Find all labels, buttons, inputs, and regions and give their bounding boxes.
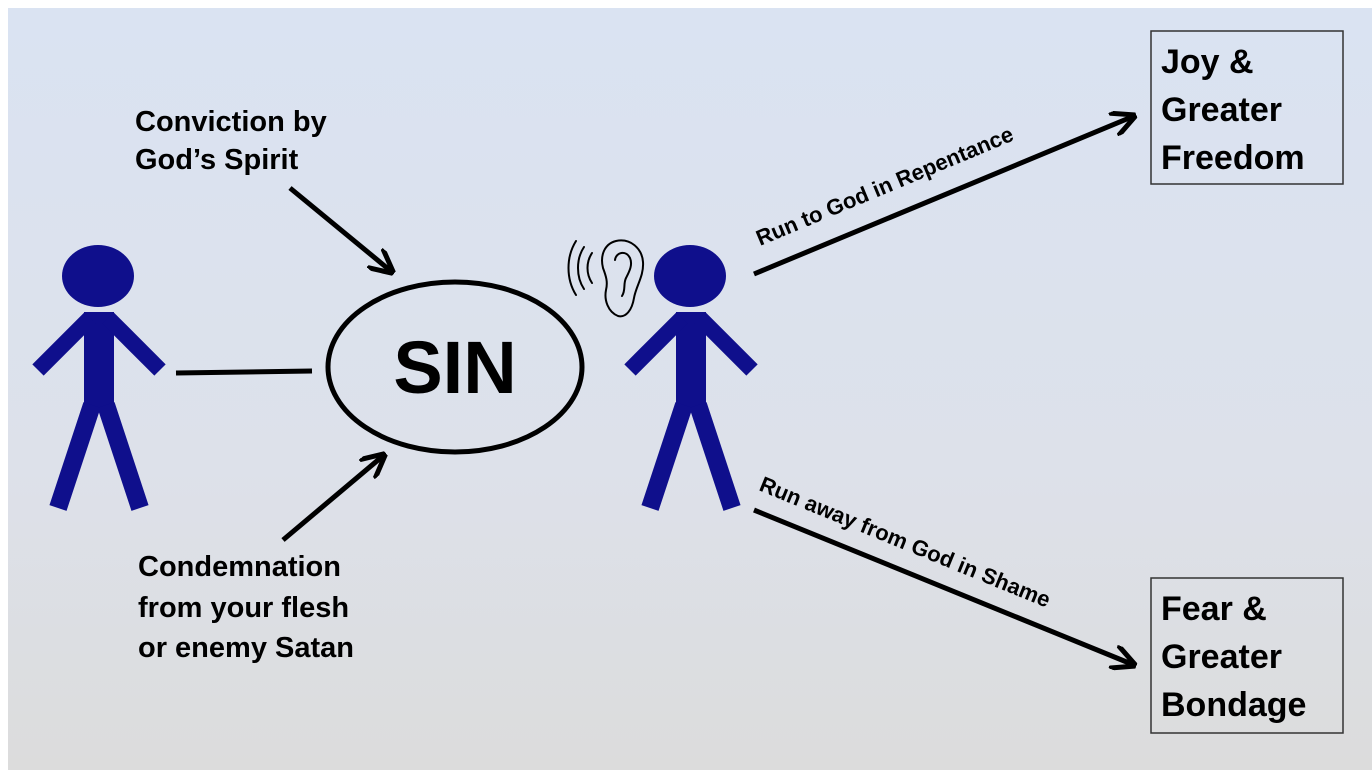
conviction-label: Conviction by God’s Spirit: [135, 106, 335, 176]
condemnation-line-3: or enemy Satan: [138, 632, 354, 664]
right-person-figure: [624, 245, 758, 511]
repentance-label: Run to God in Repentance: [752, 121, 1017, 250]
conviction-arrow: [288, 186, 392, 272]
fear-line-1: Fear &: [1161, 590, 1267, 628]
condemnation-arrow: [281, 455, 384, 542]
sin-label: SIN: [393, 326, 516, 409]
shame-label: Run away from God in Shame: [756, 471, 1054, 612]
condemnation-line-2: from your flesh: [138, 592, 349, 624]
joy-freedom-box: Joy & Greater Freedom: [1150, 30, 1344, 185]
svg-text:Fear & Greater Bon: Fear & Greater Bondage: [1161, 590, 1306, 724]
conviction-line-1: Conviction by: [135, 106, 327, 138]
condemnation-label: Condemnation from your flesh or enemy Sa…: [138, 551, 357, 664]
fear-line-2: Greater: [1161, 638, 1282, 676]
joy-line-3: Freedom: [1161, 139, 1305, 177]
repentance-arrow: [753, 116, 1134, 277]
ear-icon: [567, 239, 645, 318]
left-person-figure: [32, 245, 166, 511]
fear-bondage-box: Fear & Greater Bondage: [1150, 577, 1344, 734]
joy-line-2: Greater: [1161, 91, 1282, 129]
sin-ellipse: [325, 279, 585, 455]
conviction-line-2: God’s Spirit: [135, 144, 299, 176]
fear-line-3: Bondage: [1161, 686, 1306, 724]
shame-arrow: [753, 507, 1134, 665]
joy-line-1: Joy &: [1161, 43, 1254, 81]
condemnation-line-1: Condemnation: [138, 551, 341, 583]
connector-line: [175, 368, 313, 376]
svg-text:Joy & Greater Free: Joy & Greater Freedom: [1161, 43, 1305, 177]
